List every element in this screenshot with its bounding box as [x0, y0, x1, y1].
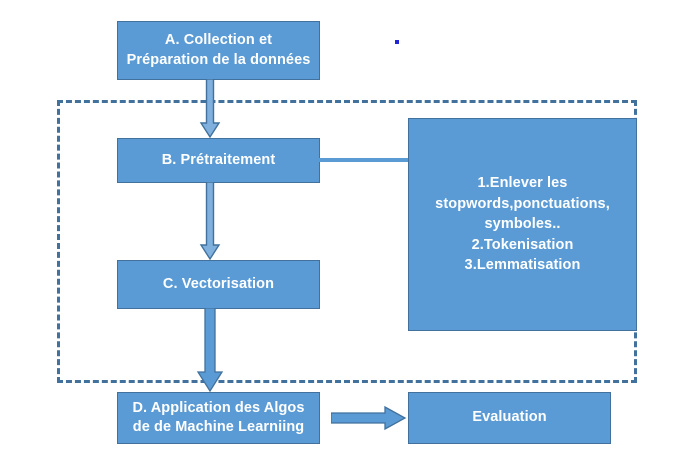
node-step-c-label: C. Vectorisation: [162, 275, 275, 292]
node-step-a-label: A. Collection et Préparation de la donné…: [126, 32, 311, 68]
node-step-b[interactable]: B. Prétraitement: [117, 138, 320, 183]
node-step-b-label: B. Prétraitement: [161, 151, 276, 168]
node-step-c[interactable]: C. Vectorisation: [117, 260, 320, 309]
node-evaluation-label: Evaluation: [472, 409, 547, 426]
arrow-d-to-evaluation-icon: [330, 403, 407, 433]
stray-marker-dot: [395, 40, 399, 44]
node-details-label: 1.Enlever les stopwords,ponctuations, sy…: [435, 175, 610, 274]
arrow-b-to-c-icon: [198, 181, 222, 261]
node-step-d[interactable]: D. Application des Algos de de Machine L…: [117, 392, 320, 444]
node-step-d-label: D. Application des Algos de de Machine L…: [132, 399, 305, 435]
arrow-a-to-b-icon: [198, 78, 222, 139]
node-evaluation[interactable]: Evaluation: [408, 392, 611, 444]
connector-b-to-details: [319, 158, 409, 162]
node-details[interactable]: 1.Enlever les stopwords,ponctuations, sy…: [408, 118, 637, 331]
node-step-a[interactable]: A. Collection et Préparation de la donné…: [117, 21, 320, 80]
arrow-c-to-d-icon: [194, 307, 226, 393]
